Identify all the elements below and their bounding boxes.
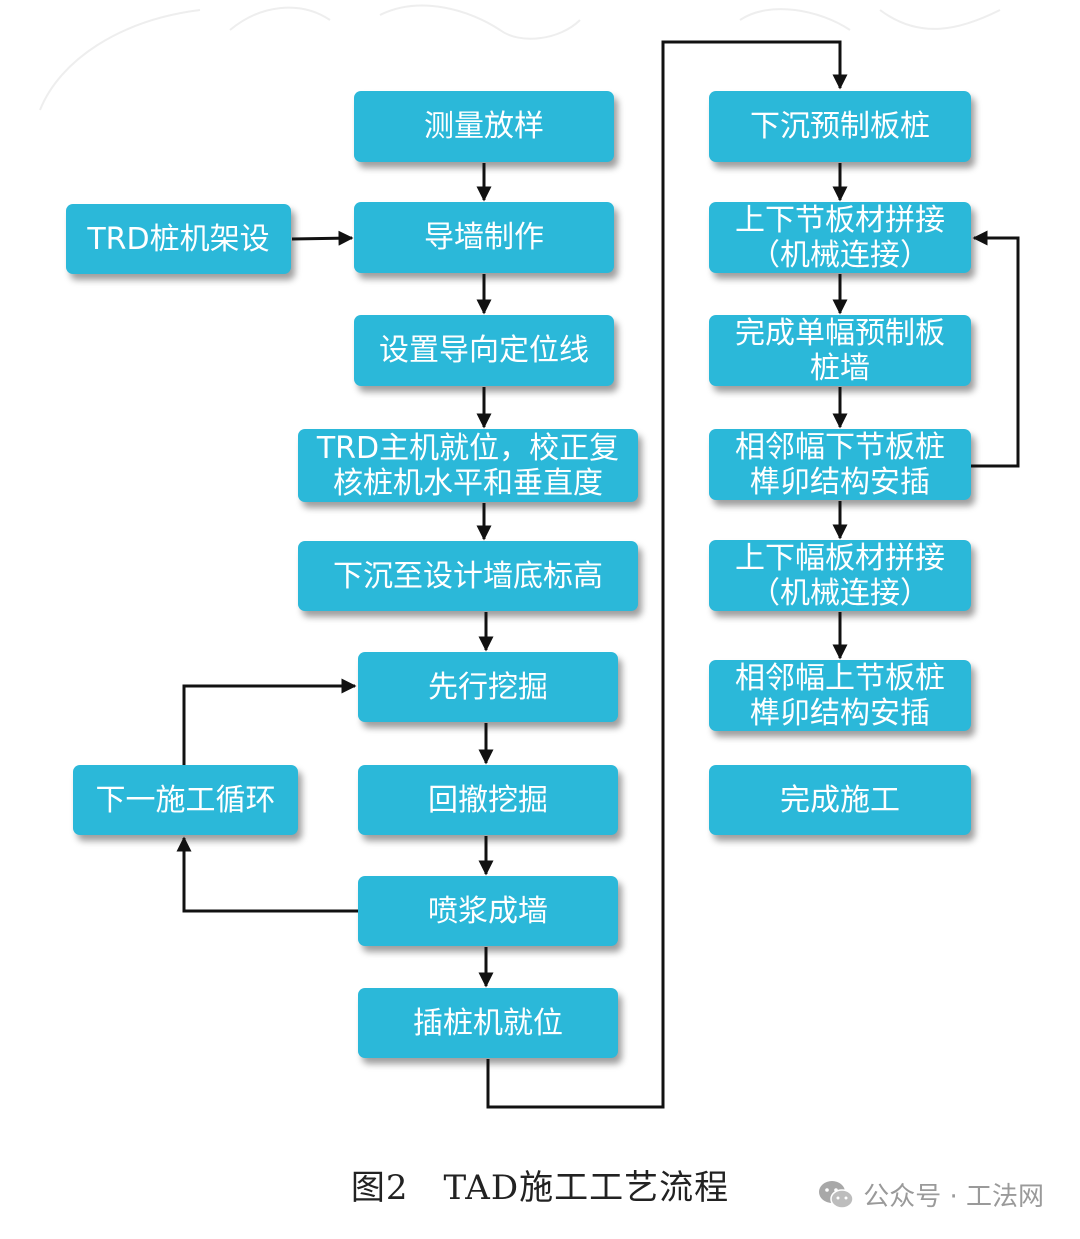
step-guide-line-box: 设置导向定位线 [354,315,614,386]
step-sink-design-box: 下沉至设计墙底标高 [298,541,638,611]
step-pre-dig-box: 先行挖掘 [358,652,618,722]
watermark-text: 公众号 · 工法网 [863,1182,1044,1212]
arrow-next-cycle-to-pre-dig [182,678,357,765]
arrow-spray-wall-to-next-cycle [176,836,358,913]
wechat-icon [819,1180,854,1209]
background-decoration [39,4,1001,111]
step-insert-rig-box: 插桩机就位 [358,988,618,1058]
step-back-dig-box: 回撤挖掘 [358,765,618,835]
step-adjacent-lower-box: 相邻幅下节板桩 榫卯结构安插 [709,429,971,500]
step-guide-wall-box: 导墙制作 [354,202,614,273]
step-sink-precast-box: 下沉预制板桩 [709,91,971,162]
step-measure-box: 测量放样 [354,91,614,162]
step-join-upper-lower-box: 上下节板材拼接 （机械连接） [709,202,971,273]
watermark: 公众号 · 工法网 [817,1176,1044,1213]
step-finish-box: 完成施工 [709,765,971,835]
step-next-cycle-box: 下一施工循环 [73,765,298,835]
step-trd-position-box: TRD主机就位，校正复 核桩机水平和垂直度 [298,429,638,502]
step-trd-setup-box: TRD桩机架设 [66,204,291,274]
step-finish-single-box: 完成单幅预制板 桩墙 [709,315,971,386]
figure-caption: 图2 TAD施工工艺流程 [350,1168,730,1208]
step-join-panels-box: 上下幅板材拼接 （机械连接） [709,540,971,611]
step-adjacent-upper-box: 相邻幅上节板桩 榫卯结构安插 [709,660,971,731]
arrow-insert-rig-to-sink-precast [486,40,848,1109]
step-spray-wall-box: 喷浆成墙 [358,876,618,946]
arrow-adjacent-lower-loop-to-join [971,230,1020,468]
arrow-trd-setup-to-guide-wall [291,230,354,246]
